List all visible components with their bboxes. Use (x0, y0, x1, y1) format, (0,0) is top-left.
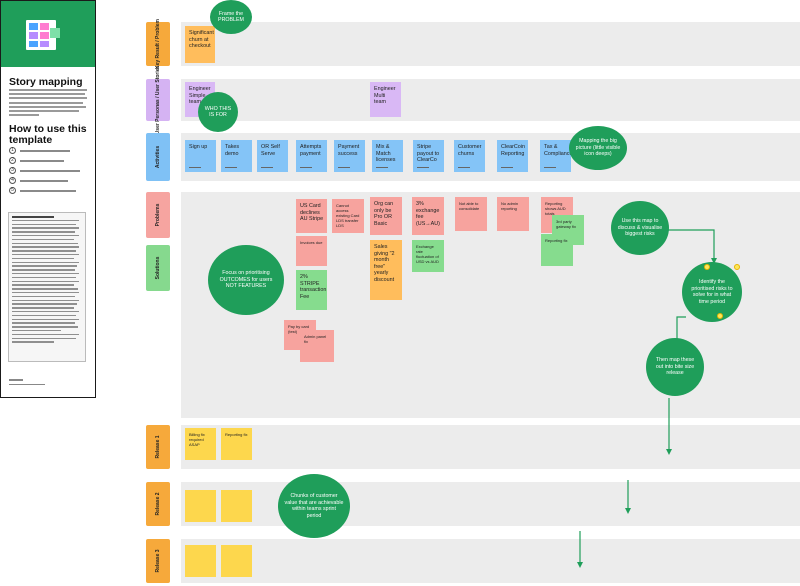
comment-bubble[interactable]: Use this map to discuss & visualise bigg… (611, 201, 669, 255)
sticky-note[interactable]: ClearCoin Reporting (497, 140, 528, 172)
star-icon (704, 264, 710, 270)
sticky-note[interactable]: Org can only be Pro OR Basic (370, 197, 402, 235)
sticky-note[interactable]: Significant churn at checkout (185, 26, 215, 63)
sticky-note[interactable]: OR Self Serve (257, 140, 288, 172)
sticky-note[interactable]: Billing fix required ASAP (185, 428, 216, 460)
sticky-note[interactable]: No admin reporting (497, 197, 529, 231)
comment-bubble[interactable]: WHO THIS IS FOR (198, 92, 238, 132)
sticky-note[interactable]: Admin panel fix (300, 330, 334, 362)
row-release-3 (181, 539, 800, 583)
sticky-note[interactable] (185, 545, 216, 577)
row-label-release-2: Release 2 (146, 482, 170, 526)
story-map-logo-icon (26, 20, 60, 50)
row-user-personas (181, 79, 800, 121)
step-item: 2 (9, 157, 89, 165)
panel-howto-heading: How to use this template (9, 123, 87, 146)
star-icon (734, 264, 740, 270)
sticky-note[interactable]: Mix & Match licenses (372, 140, 403, 172)
sticky-note[interactable]: Sign up (185, 140, 216, 172)
sticky-note[interactable]: Reporting fix (541, 234, 573, 266)
sticky-note[interactable]: 2% STRIPE transaction Fee (296, 270, 327, 310)
comment-bubble[interactable]: Frame the PROBLEM (210, 0, 252, 34)
panel-description (9, 89, 89, 118)
panel-title: Story mapping (9, 76, 83, 88)
star-icon (717, 313, 723, 319)
comment-bubble[interactable]: Then map these out into bite size releas… (646, 338, 704, 396)
row-label-problems: Problems (146, 192, 170, 238)
comment-bubble[interactable]: Chunks of customer value that are achiev… (278, 474, 350, 538)
sticky-note[interactable]: Invoices due (296, 236, 327, 266)
row-key-result (181, 22, 800, 66)
step-item: 5 (9, 187, 89, 195)
sticky-note[interactable]: Takes demo (221, 140, 252, 172)
sticky-note[interactable]: Customer churns (454, 140, 485, 172)
comment-bubble[interactable]: Identify the prioritised risks to solve … (682, 262, 742, 322)
row-release-1 (181, 425, 800, 469)
sticky-note[interactable]: Payment success (334, 140, 365, 172)
sticky-note[interactable] (221, 490, 252, 522)
sticky-note[interactable]: Engineer Multi team (370, 82, 401, 117)
story-mapping-article-image (8, 212, 86, 362)
sticky-note[interactable] (185, 490, 216, 522)
sticky-note[interactable]: US Card declines AU Stripe (296, 199, 327, 233)
panel-footer (9, 379, 49, 388)
comment-bubble[interactable]: Mapping the big picture (little visible … (569, 126, 627, 170)
sticky-note[interactable]: Reporting fix (221, 428, 252, 460)
step-item: 3 (9, 167, 89, 175)
step-item: 1 (9, 147, 89, 155)
row-label-key-result: Key Result / Problem (146, 19, 170, 69)
sticky-note[interactable]: Exchange rate fluctuation of USD vs AUD (412, 240, 444, 272)
row-release-2 (181, 482, 800, 526)
row-label-release-3: Release 3 (146, 539, 170, 583)
sticky-note[interactable]: 3% exchange fee (US→AU) (412, 197, 444, 235)
sticky-note[interactable]: Sales giving "2 month free" yearly disco… (370, 240, 402, 300)
template-info-panel: Story mapping How to use this template 1… (0, 0, 96, 398)
row-label-user-personas: User Personas / User Stories (146, 66, 170, 134)
sticky-note[interactable]: Cannot access existing Card LDS transfer… (332, 199, 364, 233)
sticky-note[interactable]: Attempts payment (296, 140, 327, 172)
sticky-note[interactable]: Not able to consolidate (455, 197, 487, 231)
panel-header (1, 1, 95, 67)
sticky-note[interactable]: Stripe payout to ClearCo (413, 140, 444, 172)
sticky-note[interactable] (221, 545, 252, 577)
step-item: 4 (9, 177, 89, 185)
comment-bubble[interactable]: Focus on prioritising OUTCOMES for users… (208, 245, 284, 315)
row-label-release-1: Release 1 (146, 425, 170, 469)
row-label-solutions: Solutions (146, 245, 170, 291)
sticky-note[interactable]: Tax & Compliance (540, 140, 571, 172)
row-label-activities: Activities (146, 133, 170, 181)
